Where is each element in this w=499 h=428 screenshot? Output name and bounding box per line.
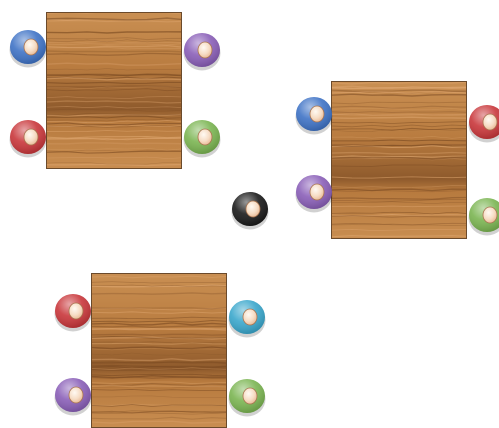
t3-seat-bottom-left[interactable] xyxy=(53,376,93,416)
t2-seat-top-left[interactable] xyxy=(294,95,334,135)
t3-seat-top-left[interactable] xyxy=(53,292,93,332)
table-1[interactable] xyxy=(46,12,182,169)
t1-seat-top-right[interactable] xyxy=(182,31,222,71)
table-2[interactable] xyxy=(331,81,467,239)
t1-seat-bottom-left[interactable] xyxy=(8,118,48,158)
t1-seat-bottom-right[interactable] xyxy=(182,118,222,158)
loose-seat-center[interactable] xyxy=(230,190,270,230)
t3-seat-top-right[interactable] xyxy=(227,298,267,338)
t2-seat-bottom-left[interactable] xyxy=(294,173,334,213)
t3-seat-bottom-right[interactable] xyxy=(227,377,267,417)
t1-seat-top-left[interactable] xyxy=(8,28,48,68)
table-3[interactable] xyxy=(91,273,227,428)
t2-seat-top-right[interactable] xyxy=(467,103,499,143)
t2-seat-bottom-right[interactable] xyxy=(467,196,499,236)
